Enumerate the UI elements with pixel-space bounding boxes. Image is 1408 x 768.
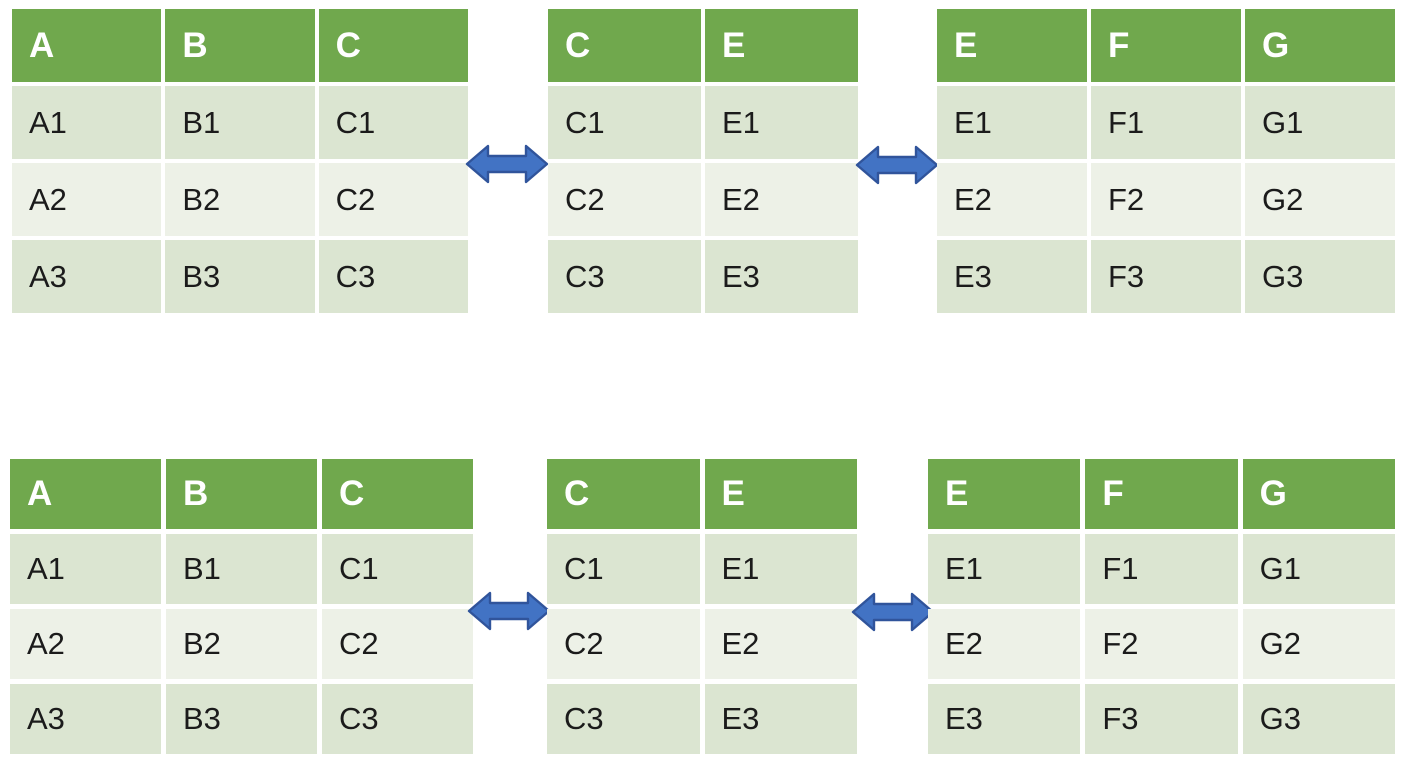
table-cell: C2	[547, 609, 700, 679]
table-cell: B2	[165, 163, 315, 236]
column-header: F	[1091, 9, 1241, 82]
table-cell: B1	[166, 534, 317, 604]
table-cell: F3	[1085, 684, 1238, 754]
table-cell: G1	[1242, 534, 1395, 604]
table-cell: E3	[928, 684, 1081, 754]
table-ce-top: C E C1 E1 C2 E2 C3 E3	[548, 9, 858, 313]
table-cell: A1	[12, 86, 162, 159]
column-header: B	[165, 9, 315, 82]
column-header: G	[1242, 459, 1395, 529]
table-cell: E1	[937, 86, 1087, 159]
double-arrow-icon	[851, 592, 935, 632]
table-cell: C2	[548, 163, 701, 236]
table-cell: A1	[10, 534, 161, 604]
table-cell: C1	[322, 534, 473, 604]
table-cell: F2	[1085, 609, 1238, 679]
table-cell: B2	[166, 609, 317, 679]
table-cell: G2	[1242, 609, 1395, 679]
table-cell: E2	[937, 163, 1087, 236]
column-header: A	[12, 9, 162, 82]
table-efg-top: E F G E1 F1 G1 E2 F2 G2 E3 F3 G3	[937, 9, 1395, 313]
table-cell: C2	[318, 163, 468, 236]
table-cell: E2	[705, 163, 858, 236]
table-cell: C3	[322, 684, 473, 754]
table-cell: E3	[704, 684, 857, 754]
table-abc-top: A B C A1 B1 C1 A2 B2 C2 A3 B3 C3	[12, 9, 468, 313]
table-cell: B1	[165, 86, 315, 159]
table-cell: C1	[547, 534, 700, 604]
table-cell: E3	[705, 240, 858, 313]
column-header: C	[547, 459, 700, 529]
table-cell: G2	[1245, 163, 1395, 236]
table-cell: G3	[1242, 684, 1395, 754]
table-cell: F1	[1085, 534, 1238, 604]
column-header: E	[704, 459, 857, 529]
table-cell: C3	[548, 240, 701, 313]
table-cell: A2	[10, 609, 161, 679]
table-cell: A3	[12, 240, 162, 313]
double-arrow-icon	[855, 145, 939, 185]
table-cell: C1	[548, 86, 701, 159]
table-cell: E3	[937, 240, 1087, 313]
column-header: C	[318, 9, 468, 82]
table-cell: A3	[10, 684, 161, 754]
table-cell: G3	[1245, 240, 1395, 313]
column-header: C	[548, 9, 701, 82]
table-efg-bottom: E F G E1 F1 G1 E2 F2 G2 E3 F3 G3	[928, 459, 1395, 754]
table-cell: F3	[1091, 240, 1241, 313]
table-cell: A2	[12, 163, 162, 236]
table-cell: E1	[704, 534, 857, 604]
column-header: F	[1085, 459, 1238, 529]
table-ce-bottom: C E C1 E1 C2 E2 C3 E3	[547, 459, 857, 754]
double-arrow-icon	[465, 144, 549, 184]
table-cell: G1	[1245, 86, 1395, 159]
column-header: A	[10, 459, 161, 529]
column-header: B	[166, 459, 317, 529]
table-cell: E1	[928, 534, 1081, 604]
column-header: C	[322, 459, 473, 529]
table-cell: C3	[547, 684, 700, 754]
table-cell: F2	[1091, 163, 1241, 236]
table-cell: B3	[166, 684, 317, 754]
table-cell: E1	[705, 86, 858, 159]
table-cell: E2	[704, 609, 857, 679]
table-cell: C1	[318, 86, 468, 159]
table-cell: F1	[1091, 86, 1241, 159]
column-header: E	[937, 9, 1087, 82]
table-abc-bottom: A B C A1 B1 C1 A2 B2 C2 A3 B3 C3	[10, 459, 473, 754]
column-header: E	[928, 459, 1081, 529]
column-header: E	[705, 9, 858, 82]
table-cell: B3	[165, 240, 315, 313]
table-cell: E2	[928, 609, 1081, 679]
double-arrow-icon	[467, 591, 551, 631]
table-cell: C2	[322, 609, 473, 679]
table-cell: C3	[318, 240, 468, 313]
column-header: G	[1245, 9, 1395, 82]
